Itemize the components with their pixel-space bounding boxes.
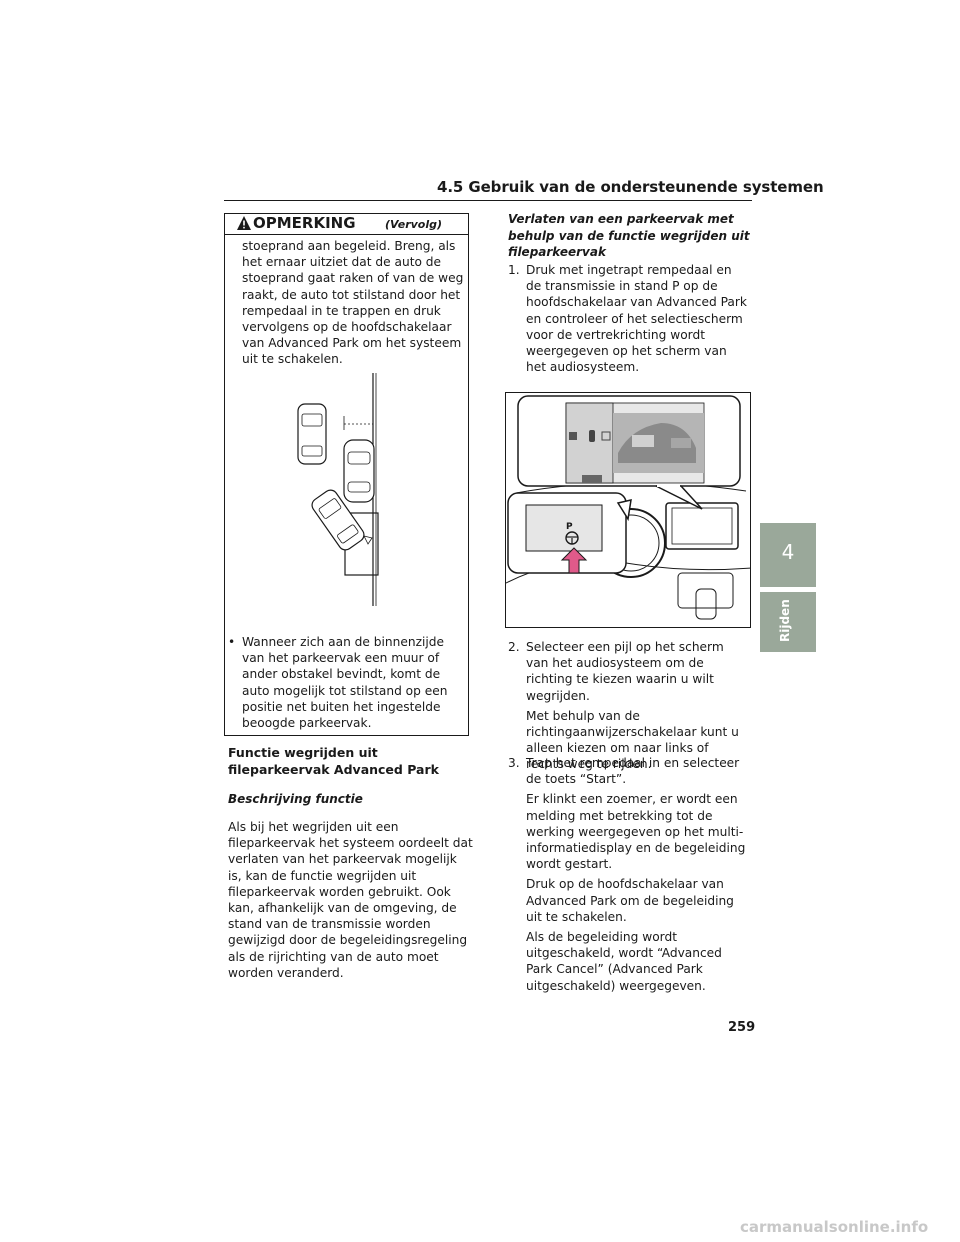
warning-icon — [237, 216, 251, 230]
dashboard-svg: P — [506, 393, 750, 627]
note-box — [224, 213, 469, 736]
chapter-number: 4 — [781, 540, 795, 564]
step-3-number: 3. — [508, 756, 520, 770]
note-continued: (Vervolg) — [385, 218, 443, 231]
step-2-text: Selecteer een pijl op het scherm van het… — [526, 640, 724, 703]
note-paragraph: stoeprand aan begeleid. Breng, als het e… — [242, 239, 464, 367]
step-1: 1. Druk met ingetrapt rempedaal en de tr… — [508, 262, 748, 375]
note-box-header — [224, 213, 469, 235]
note-bullet: • Wanneer zich aan de binnenzijde van he… — [228, 634, 468, 731]
page-number: 259 — [728, 1020, 756, 1035]
left-paragraph: Als bij het wegrijden uit een fileparkee… — [228, 820, 473, 980]
step-1-text: Druk met ingetrapt rempedaal en de trans… — [526, 263, 747, 375]
chapter-label: Rijden — [778, 599, 792, 642]
bullet-mark: • — [228, 635, 236, 649]
step-2: 2. Selecteer een pijl op het scherm van … — [508, 639, 748, 773]
dashboard-diagram: P — [505, 392, 751, 628]
step-3-note-3: Als de begeleiding wordt uitgeschakeld, … — [526, 930, 722, 993]
step-1-number: 1. — [508, 263, 520, 277]
chapter-label-tab: Rijden — [760, 592, 816, 652]
step-3-note-2: Druk op de hoofdschakelaar van Advanced … — [526, 877, 734, 924]
note-title: OPMERKING — [253, 214, 356, 232]
step-3-note-1: Er klinkt een zoemer, er wordt een meldi… — [526, 792, 746, 872]
parking-diagram — [297, 373, 379, 606]
note-bullet-text: Wanneer zich aan de binnenzijde van het … — [242, 635, 448, 731]
heading-functie: Functie wegrijden uit fileparkeervak Adv… — [228, 745, 439, 777]
subheading-beschrijving: Beschrijving functie — [228, 792, 363, 806]
chapter-tab — [760, 523, 816, 587]
section-title: 4.5 Gebruik van de ondersteunende system… — [437, 178, 824, 196]
watermark: carmanualsonline.info — [740, 1218, 929, 1236]
step-3-text: Trap het rempedaal in en selecteer de to… — [526, 756, 740, 787]
step-3: 3. Trap het rempedaal in en selecteer de… — [508, 755, 748, 994]
heading-verlaten: Verlaten van een parkeervak met behulp v… — [508, 212, 750, 259]
header-rule — [224, 200, 752, 201]
park-button-label: P — [566, 522, 573, 532]
step-2-note: Met behulp van de richtingaanwijzerschak… — [526, 708, 739, 772]
step-2-number: 2. — [508, 640, 520, 654]
